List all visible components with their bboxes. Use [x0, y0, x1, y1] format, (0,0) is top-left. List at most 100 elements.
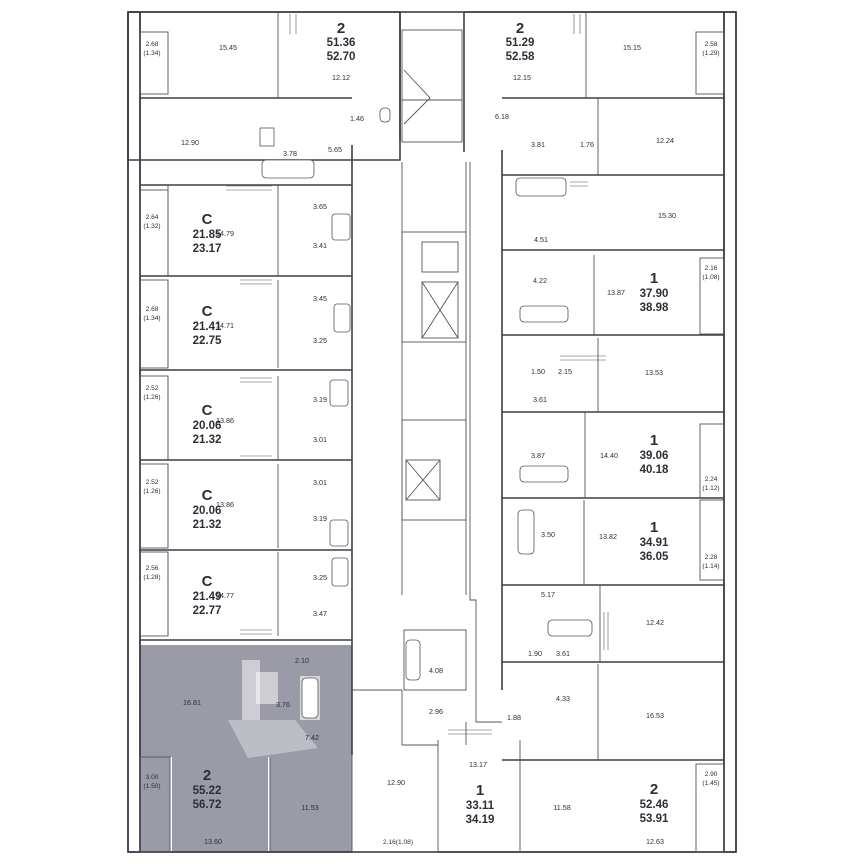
room-area: 14.79 [216, 229, 234, 238]
balcony-area-half: (1.29) [702, 50, 719, 57]
balcony-area: 2.56 [146, 565, 159, 572]
apartment-total-with-balcony: 21.32 [193, 434, 222, 446]
balcony-area: 2.68 [146, 306, 159, 313]
balcony-area: 2.52 [146, 479, 159, 486]
apartment-labels: 2 51.36 52.70 2 51.29 52.58 С 21.85 23.1… [193, 20, 669, 826]
room-area: 1.46 [350, 114, 364, 123]
apartment-10: 1 39.06 40.18 [640, 432, 669, 476]
apartment-total-area: 39.06 [640, 450, 669, 462]
apartment-12: 1 33.11 34.19 [466, 782, 495, 826]
apartment-11: 1 34.91 36.05 [640, 519, 669, 563]
apartment-rooms: С [202, 303, 213, 320]
balcony-area: 2.68 [146, 41, 159, 48]
room-area: 13.82 [599, 532, 617, 541]
room-area: 12.24 [656, 136, 674, 145]
apartment-rooms: 2 [203, 767, 211, 784]
room-area: 1.50 [531, 367, 545, 376]
apartment-2: 2 51.29 52.58 [506, 20, 535, 63]
balcony-area-half: (1.45) [702, 780, 719, 787]
room-area: 4.08 [429, 666, 443, 675]
balcony-area: 2.58 [705, 41, 718, 48]
apartment-total-with-balcony: 38.98 [640, 302, 669, 314]
balcony-area-half: (1.50) [143, 783, 160, 790]
room-area: 3.45 [313, 294, 327, 303]
apartment-total-area: 21.41 [193, 321, 222, 333]
balcony-area-half: (1.12) [702, 485, 719, 492]
room-area: 3.47 [313, 609, 327, 618]
apartment-rooms: С [202, 402, 213, 419]
room-area: 3.87 [531, 451, 545, 460]
balcony-area: 2.90 [705, 771, 718, 778]
room-area: 15.15 [623, 43, 641, 52]
room-area: 2.96 [429, 707, 443, 716]
balcony-area-half: (1.26) [143, 488, 160, 495]
room-area: 14.71 [216, 321, 234, 330]
apartment-7: С 21.49 22.77 [193, 573, 222, 617]
apartment-total-area: 37.90 [640, 288, 669, 300]
apartment-total-with-balcony: 56.72 [193, 799, 222, 811]
balcony-area: 2.16 [705, 265, 718, 272]
room-area: 15.30 [658, 211, 676, 220]
room-area: 7.42 [305, 733, 319, 742]
room-area: 4.33 [556, 694, 570, 703]
apartment-8: 2 55.22 56.72 [193, 767, 222, 811]
room-area: 12.15 [513, 73, 531, 82]
room-area: 13.60 [204, 837, 222, 846]
apartment-total-area: 51.36 [327, 37, 356, 49]
room-area: 4.51 [534, 235, 548, 244]
balcony-area: 2.52 [146, 385, 159, 392]
room-area: 1.88 [507, 713, 521, 722]
apartment-rooms: С [202, 211, 213, 228]
balcony-area-half: (1.34) [143, 50, 160, 57]
apartment-rooms: 2 [516, 20, 524, 37]
apartment-total-with-balcony: 21.32 [193, 519, 222, 531]
apartment-6: С 20.06 21.32 [193, 487, 222, 531]
balcony-area-half: (1.14) [702, 563, 719, 570]
room-area: 12.90 [387, 778, 405, 787]
room-area: 13.86 [216, 416, 234, 425]
apartment-rooms: 2 [337, 20, 345, 37]
apartment-9: 1 37.90 38.98 [640, 270, 669, 314]
apartment-rooms: 1 [650, 432, 658, 449]
room-area: 11.58 [553, 803, 570, 812]
apartment-13: 2 52.46 53.91 [640, 781, 669, 825]
balcony-area: 2.16(1.08) [383, 839, 413, 846]
room-area: 11.53 [301, 803, 318, 812]
apartment-total-area: 55.22 [193, 785, 222, 797]
room-area: 16.53 [646, 711, 664, 720]
apartment-total-area: 33.11 [466, 800, 495, 812]
room-area: 14.40 [600, 451, 618, 460]
apartment-rooms: 1 [650, 519, 658, 536]
apartment-3: С 21.85 23.17 [193, 211, 222, 255]
apartment-rooms: 1 [650, 270, 658, 287]
room-area: 1.76 [580, 140, 594, 149]
room-area: 3.19 [313, 395, 327, 404]
room-area: 5.17 [541, 590, 555, 599]
apartment-total-with-balcony: 52.70 [327, 51, 356, 63]
balcony-area: 2.64 [146, 214, 159, 221]
apartment-total-area: 21.49 [193, 591, 222, 603]
room-area: 13.87 [607, 288, 625, 297]
room-area: 15.45 [219, 43, 237, 52]
room-area: 12.42 [646, 618, 664, 627]
plumbing-fixtures [259, 107, 593, 719]
room-area: 3.61 [533, 395, 547, 404]
apartment-total-with-balcony: 34.19 [466, 814, 495, 826]
room-area-labels: 15.45 12.12 1.46 12.90 3.78 5.65 15.15 1… [181, 43, 676, 846]
balcony-area-half: (1.32) [143, 223, 160, 230]
room-area: 12.12 [332, 73, 350, 82]
room-area: 14.77 [216, 591, 234, 600]
apartment-total-with-balcony: 40.18 [640, 464, 669, 476]
room-area: 3.81 [531, 140, 545, 149]
room-area: 3.65 [313, 202, 327, 211]
apartment-total-with-balcony: 22.75 [193, 335, 222, 347]
room-area: 13.17 [469, 760, 487, 769]
apartment-rooms: С [202, 487, 213, 504]
room-area: 3.78 [283, 149, 297, 158]
apartment-total-with-balcony: 23.17 [193, 243, 222, 255]
window-grilles [226, 14, 609, 735]
room-area: 3.41 [313, 241, 327, 250]
room-area: 16.81 [183, 698, 201, 707]
room-area: 3.25 [313, 336, 327, 345]
